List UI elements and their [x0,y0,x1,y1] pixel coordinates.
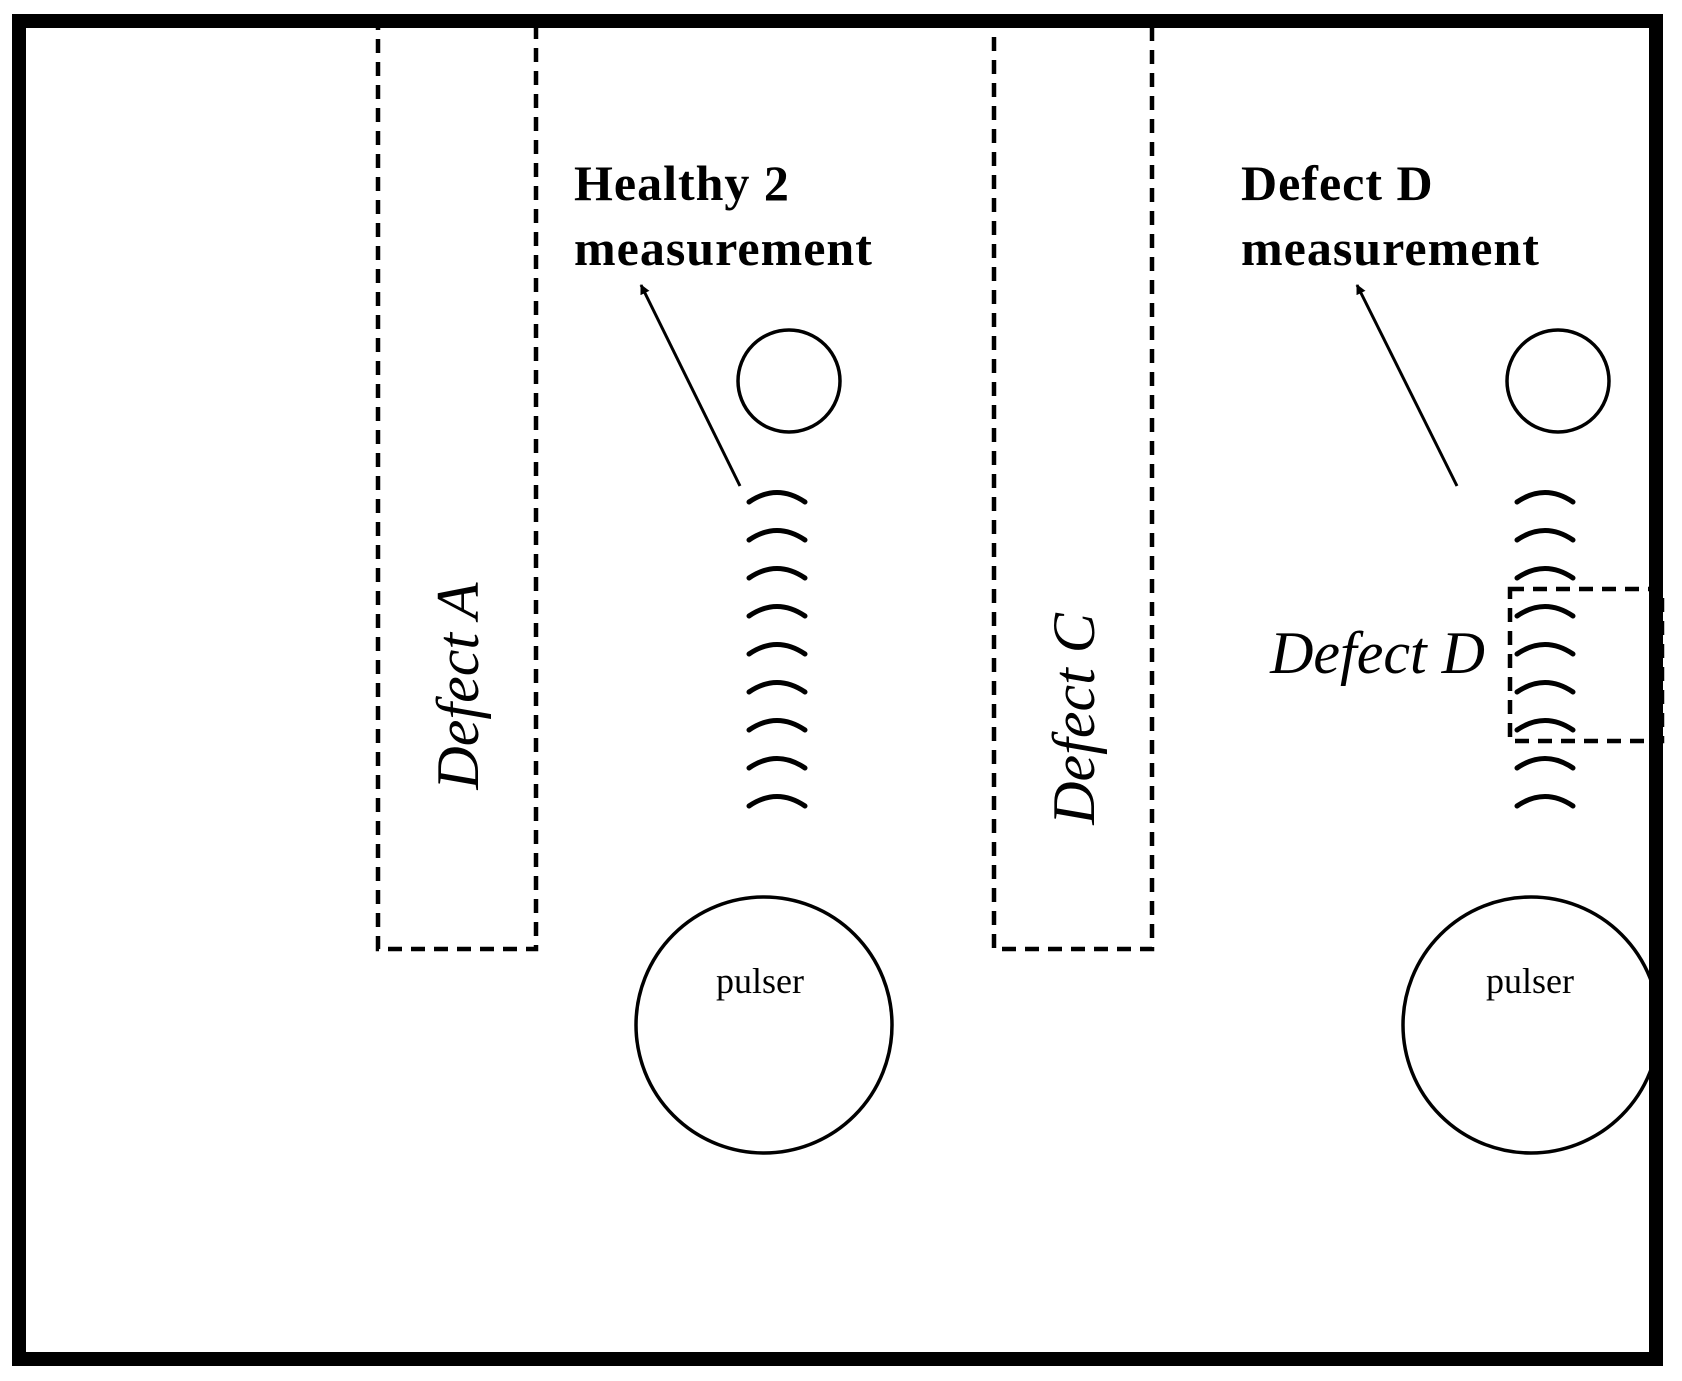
defect-a-region [375,19,539,952]
pulser-right-label: pulser [1486,961,1574,1001]
right-wave-arc [1514,528,1576,543]
pulser-circle-right [1401,895,1661,1155]
healthy-2-label-line1: Healthy 2 [574,155,790,211]
pulser-left-label: pulser [716,961,804,1001]
left-wave-arc [746,680,808,695]
healthy-2-measurement-label: Healthy 2 measurement [574,155,873,276]
defect-d-label: Defect D [1269,620,1485,686]
left-wave-arc [746,642,808,657]
healthy-2-label-line2: measurement [574,220,873,276]
left-wave-arc [746,718,808,733]
left-wave-arc [746,794,808,809]
sensor-circle-right [1505,328,1611,434]
left-wave-arc [746,566,808,581]
left-wave-arc [746,490,808,505]
right-wave-arc [1514,642,1576,657]
defect-d-label-line1: Defect D [1241,155,1434,211]
defect-c-label: Defect C [1041,612,1107,826]
sensor-circle-left [736,328,842,434]
left-wave-arc [746,528,808,543]
pulser-circle-left [634,895,894,1155]
right-wave-arc [1514,566,1576,581]
right-wave-arc [1514,756,1576,771]
defect-d-region [1507,586,1665,744]
defect-d-measurement-label: Defect D measurement [1241,155,1540,276]
defect-a-label: Defect A [425,582,491,790]
left-wave-arc [746,756,808,771]
right-wave-arc [1514,490,1576,505]
right-wave-arc [1514,794,1576,809]
right-wave-arc [1514,604,1576,619]
specimen-border [12,14,1663,1366]
wave-arcs-left [746,490,808,809]
left-wave-arc [746,604,808,619]
right-wave-arc [1514,718,1576,733]
defect-d-label-line2: measurement [1241,220,1540,276]
defect-d-arrow [1355,284,1459,487]
wave-arcs-right [1514,490,1576,809]
healthy-2-arrow [639,284,742,487]
right-wave-arc [1514,680,1576,695]
defect-c-region [991,21,1155,952]
